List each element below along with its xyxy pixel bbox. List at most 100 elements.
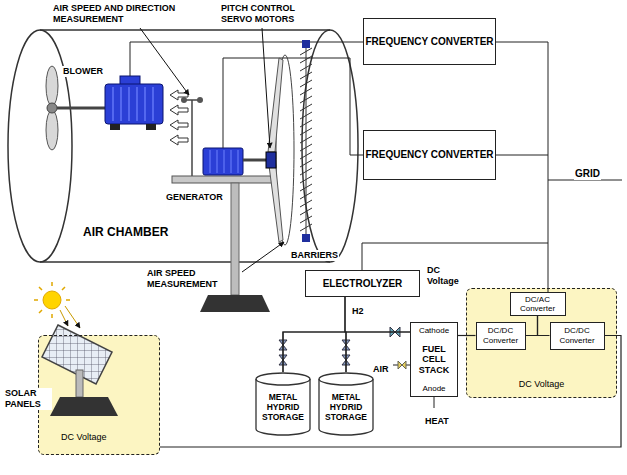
hatch-stroke [300, 136, 312, 143]
hatch-stroke [300, 184, 312, 191]
fan-blade [46, 66, 58, 106]
airflow-arrow [170, 105, 188, 115]
part-label: AIR SPEED AND DIRECTION MEASUREMENT [52, 3, 180, 25]
tank-rim [319, 379, 373, 385]
node-text: FREQUENCY CONVERTER [365, 36, 493, 48]
pipe-connector [283, 297, 345, 372]
part-label: GRID [574, 168, 601, 180]
hatch-stroke [300, 224, 312, 231]
hatch-stroke [300, 160, 312, 167]
hatch-stroke [300, 64, 312, 71]
pipe-connector [160, 336, 621, 448]
converter-box: DC/AC Converter [510, 292, 566, 316]
converter-box: DC/DC Converter [550, 322, 605, 350]
hatch-stroke [300, 48, 312, 55]
platform [172, 176, 272, 183]
hatch-stroke [300, 112, 312, 119]
node-text: Anode [422, 384, 445, 393]
hatch-stroke [300, 144, 312, 151]
label-slot: AIR [372, 358, 390, 376]
rotor-blade [268, 58, 283, 152]
barrier-mount [302, 234, 310, 242]
stand [231, 183, 239, 295]
panel-grounds [38, 288, 617, 455]
motor-foot [110, 124, 120, 130]
fan-shaft [57, 107, 105, 110]
hatch-stroke [300, 128, 312, 135]
sun-ray-arrow [65, 306, 80, 328]
hatch-stroke [300, 56, 312, 63]
node-text: METAL HYDRID STORAGE [258, 393, 308, 422]
sun [43, 291, 61, 309]
generator-shaft [243, 159, 268, 162]
storage-tank: METAL HYDRID STORAGE [318, 372, 374, 436]
barrier-hatch [300, 48, 312, 231]
generator-fins [210, 150, 238, 173]
pitch-servo [266, 152, 276, 168]
panel-base [50, 397, 118, 416]
hatch-stroke [300, 72, 312, 79]
motor-fins [113, 87, 153, 121]
hatch-stroke [300, 104, 312, 111]
hatch-stroke [300, 96, 312, 103]
label-slot: AIR SPEED AND DIRECTION MEASUREMENT [52, 3, 180, 25]
label-slot: H2 [351, 300, 365, 318]
anemometer-pole [191, 100, 193, 176]
hatch-stroke [300, 88, 312, 95]
node-text: FREQUENCY CONVERTER [365, 149, 493, 161]
node-text: DC/AC Converter [514, 295, 562, 313]
converter-box: DC/DC Converter [476, 322, 526, 350]
hatch-stroke [300, 152, 312, 159]
hatch-stroke [300, 176, 312, 183]
part-label: H2 [351, 306, 365, 317]
hatch-stroke [300, 168, 312, 175]
node-text: Cathode [419, 326, 449, 335]
anemometer-cup [197, 97, 203, 103]
converter-box: FREQUENCY CONVERTER [363, 130, 496, 180]
barrier-mount [302, 40, 310, 48]
group-ground [466, 288, 617, 398]
electrolyzer-box: ELECTROLYZER [305, 270, 420, 297]
heat-outlet [434, 397, 435, 408]
fan-hub [47, 103, 57, 113]
pipe-connector [538, 316, 550, 336]
label-slot: GRID [574, 163, 601, 181]
rotor-blade [268, 158, 283, 242]
tank-rim [256, 379, 310, 385]
hatch-stroke [300, 208, 312, 215]
blower-motor [105, 84, 163, 124]
part-label: GENERATOR [165, 192, 224, 203]
part-label: BARRIERS [290, 250, 339, 261]
node-text: DC Voltage [61, 432, 107, 442]
stand-base [200, 295, 270, 312]
node-text: DC Voltage [519, 379, 565, 389]
part-label: AIR [372, 364, 390, 375]
label-slot: GENERATOR [165, 186, 224, 204]
hatch-stroke [300, 120, 312, 127]
part-label: BLOWER [62, 66, 104, 77]
hatch-stroke [300, 216, 312, 223]
part-label: PITCH CONTROL SERVO MOTORS [220, 3, 300, 25]
part-label: HEAT [424, 416, 450, 427]
label-slot: HEAT [424, 410, 450, 428]
part-label: SOLAR PANELS [4, 388, 52, 410]
air-chamber: AIR CHAMBER [5, 30, 360, 262]
generator [203, 148, 243, 175]
dc-group: DC Voltage [38, 335, 160, 455]
chamber-outline [40, 30, 330, 262]
label-slot: BLOWER [62, 60, 104, 78]
grid-wire [362, 42, 622, 292]
leader-line [242, 242, 284, 272]
node-text: METAL HYDRID STORAGE [321, 393, 371, 422]
sun-rays [34, 282, 70, 318]
part-label: AIR SPEED MEASUREMENT [146, 268, 226, 290]
hatch-stroke [300, 80, 312, 87]
anemometer-cup [181, 97, 187, 103]
chamber-end [8, 30, 72, 262]
blower-wire [130, 42, 363, 76]
node-text: FUEL CELL STACK [413, 344, 455, 375]
tank-body [256, 373, 310, 435]
motor-foot [146, 124, 156, 130]
node-text: DC/DC Converter [480, 326, 522, 344]
